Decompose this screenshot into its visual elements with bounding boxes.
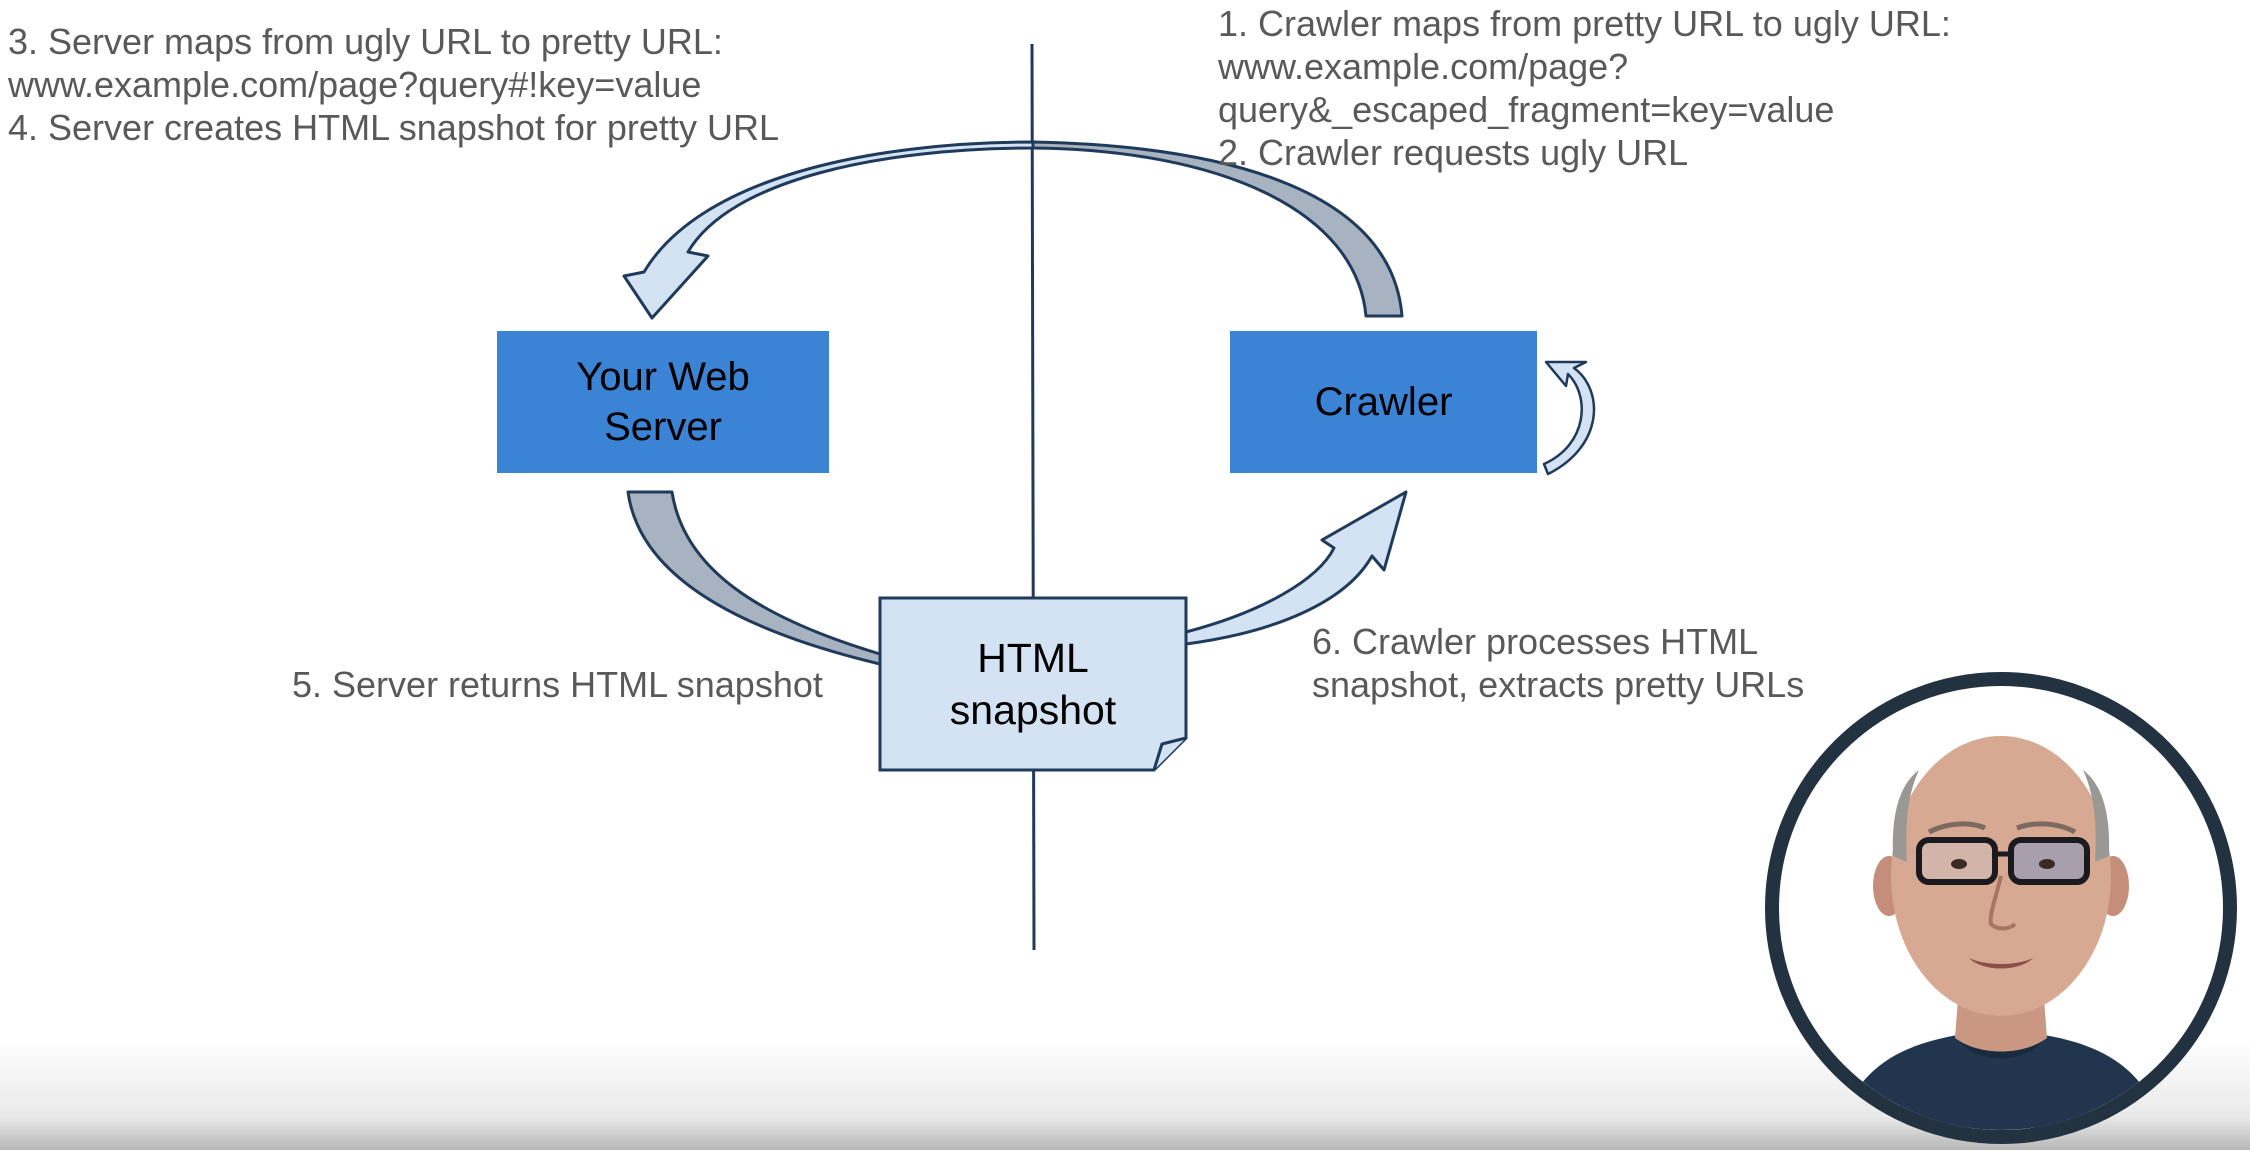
note-step-2: 2. Crawler requests ugly URL [1218, 132, 1689, 173]
snapshot-label-line-2: snapshot [949, 687, 1117, 733]
presenter-eyebrow-right [2016, 821, 2077, 835]
snapshot-label-line-1: HTML [977, 635, 1089, 681]
presenter-shirt [1839, 1030, 2163, 1130]
presenter-eye-left [1951, 859, 1967, 869]
snapshot-page-fold [1152, 736, 1187, 771]
web-server-box: Your Web Server [497, 331, 829, 473]
presenter-eyebrow-left [1927, 821, 1986, 835]
note-step-6-line-2: snapshot, extracts pretty URLs [1312, 664, 1805, 705]
presenter-hair-left [1892, 770, 1919, 862]
arrow-top-to-server [622, 140, 1037, 320]
arrow-top-from-crawler [1031, 140, 1404, 318]
note-step-1: 1. Crawler maps from pretty URL to ugly … [1218, 3, 1951, 44]
note-step-1-url-a: www.example.com/page? [1218, 46, 1629, 87]
note-step-1-url-b: query&_escaped_fragment=key=value [1218, 89, 1835, 130]
note-step-5: 5. Server returns HTML snapshot [292, 664, 823, 705]
arrow-server-to-snapshot [626, 490, 882, 666]
note-step-6-line-1: 6. Crawler processes HTML [1312, 621, 1759, 662]
note-step-4: 4. Server creates HTML snapshot for pret… [8, 107, 779, 148]
crawler-label: Crawler [1314, 380, 1453, 424]
presenter-portrait [1839, 736, 2163, 1130]
web-server-label: Your Web Server [576, 352, 749, 452]
arrow-snapshot-to-crawler [1184, 490, 1408, 646]
note-step-3-url: www.example.com/page?query#!key=value [8, 64, 702, 105]
note-step-3: 3. Server maps from ugly URL to pretty U… [8, 21, 723, 62]
crawler-box: Crawler [1230, 331, 1537, 473]
snapshot-label: HTML snapshot [880, 598, 1186, 770]
presenter-mouth [1969, 958, 2033, 969]
crawler-loop-arrow [1542, 360, 1596, 476]
center-divider-line [1030, 43, 1036, 951]
presenter-video-bubble [1765, 672, 2237, 1144]
presenter-nose [1988, 875, 2017, 931]
presenter-eye-right [2039, 859, 2055, 869]
presenter-hair-right [2083, 770, 2110, 862]
web-server-label-line-2: Server [604, 405, 722, 449]
web-server-label-line-1: Your Web [576, 355, 750, 399]
